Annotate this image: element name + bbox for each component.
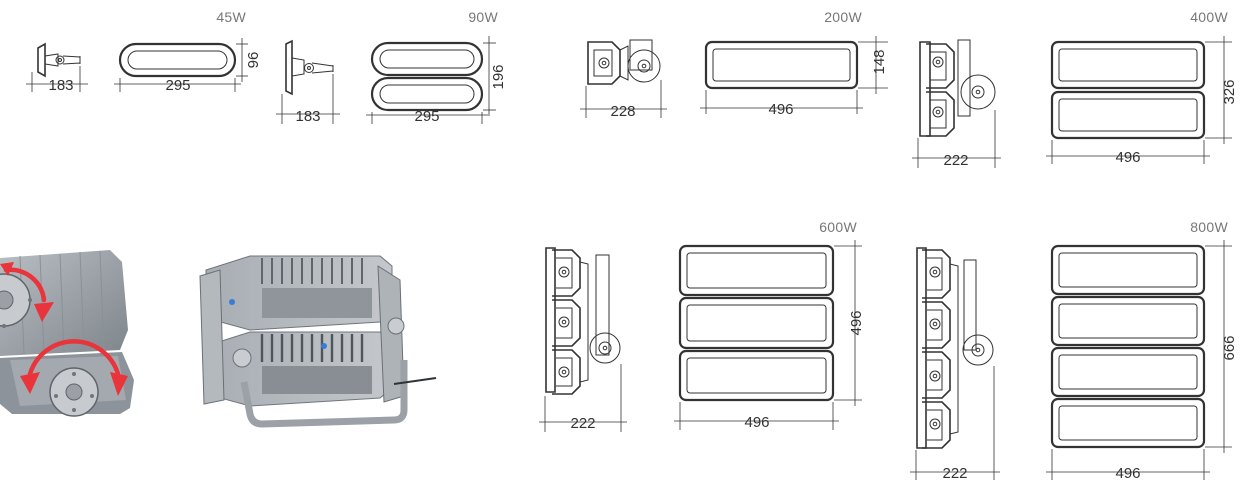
- model-800w-side-width: 222: [942, 465, 967, 482]
- model-45w-front-width: 295: [165, 77, 190, 94]
- model-800w-side-view: 222: [910, 247, 1000, 482]
- model-90w-front-view: 295 196: [366, 36, 507, 125]
- model-400w-side-view: 222: [912, 39, 1001, 169]
- model-90w-front-height: 196: [490, 64, 507, 89]
- model-400w-front-width: 496: [1115, 149, 1140, 166]
- model-45w-front-view: 295 96: [114, 38, 262, 94]
- model-45w-group: 45W 183 295 96: [26, 9, 262, 94]
- rotation-arrow-icon: [3, 267, 121, 377]
- model-45w-front-height: 96: [245, 52, 262, 69]
- model-200w-front-width: 496: [768, 101, 793, 118]
- model-400w-group: 400W 222 496: [912, 9, 1238, 169]
- model-200w-side-width: 228: [610, 103, 635, 120]
- model-200w-label: 200W: [824, 9, 862, 25]
- model-600w-group: 600W 222: [539, 219, 865, 432]
- model-90w-label: 90W: [468, 9, 498, 25]
- model-600w-label: 600W: [819, 219, 857, 235]
- model-800w-front-height: 666: [1221, 335, 1238, 360]
- model-200w-side-view: 228: [580, 39, 667, 120]
- model-90w-front-width: 295: [414, 108, 439, 125]
- model-600w-front-view: 496 496: [674, 240, 865, 431]
- model-800w-label: 800W: [1190, 219, 1228, 235]
- model-400w-front-view: 496 326: [1046, 36, 1238, 166]
- model-200w-group: 200W 228 496 148: [580, 9, 888, 120]
- model-200w-front-view: 496 148: [700, 36, 888, 118]
- model-600w-side-width: 222: [570, 415, 595, 432]
- model-90w-group: 90W 183 295 196: [276, 9, 507, 125]
- model-400w-front-height: 326: [1221, 79, 1238, 104]
- product-render-photo: [199, 255, 437, 428]
- model-45w-label: 45W: [216, 9, 246, 25]
- rotation-detail-photo: [0, 250, 134, 417]
- model-200w-front-height: 148: [871, 49, 888, 74]
- model-400w-label: 400W: [1190, 9, 1228, 25]
- model-800w-group: 800W 222: [910, 219, 1238, 482]
- model-45w-side-view: 183: [26, 42, 88, 94]
- model-600w-front-height: 496: [848, 310, 865, 335]
- model-45w-side-width: 183: [48, 77, 73, 94]
- model-600w-side-view: 222: [539, 247, 627, 432]
- model-90w-side-width: 183: [295, 108, 320, 125]
- model-90w-side-view: 183: [276, 39, 340, 125]
- model-800w-front-width: 496: [1115, 465, 1140, 482]
- model-800w-front-view: 496 666: [1046, 240, 1238, 482]
- model-600w-front-width: 496: [744, 414, 769, 431]
- model-400w-side-width: 222: [943, 152, 968, 169]
